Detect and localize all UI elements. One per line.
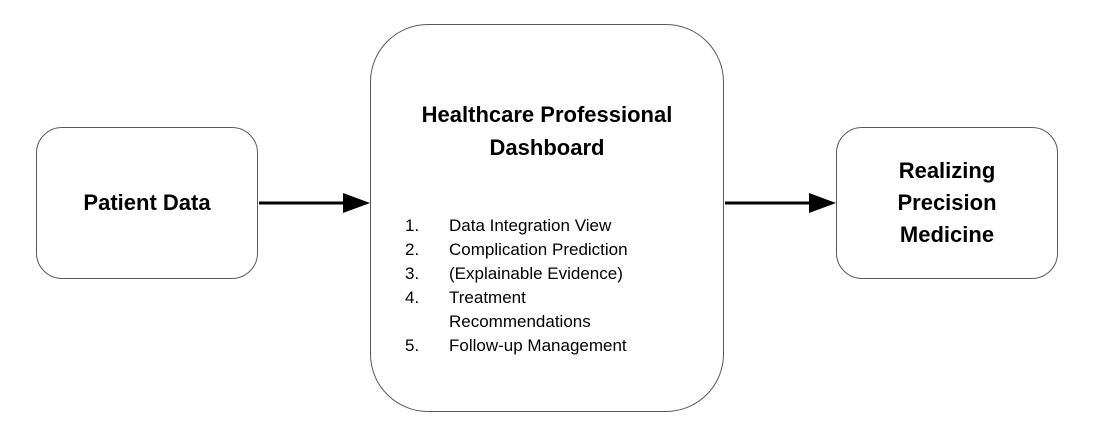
list-item-number: 3. xyxy=(405,264,420,283)
list-item-text: (Explainable Evidence) xyxy=(449,264,623,283)
list-item-number: 5. xyxy=(405,336,420,355)
list-item: 4. Treatment Recommendations xyxy=(405,286,705,334)
list-item: 1. Data Integration View xyxy=(405,214,705,238)
dashboard-title-line1: Healthcare Professional xyxy=(421,102,673,127)
dashboard-title-line2: Dashboard xyxy=(489,135,605,160)
precision-line3: Medicine xyxy=(899,222,995,247)
precision-medicine-box: Realizing Precision Medicine xyxy=(836,127,1058,279)
arrow-patient-to-dashboard xyxy=(259,193,370,213)
list-item-number: 2. xyxy=(405,240,420,259)
list-item: 5. Follow-up Management xyxy=(405,334,705,358)
precision-medicine-label: Realizing Precision Medicine xyxy=(897,155,996,251)
precision-line2: Precision xyxy=(897,190,997,215)
list-item: 3. (Explainable Evidence) xyxy=(405,262,705,286)
list-item-text: Treatment Recommendations xyxy=(449,288,591,331)
list-item: 2. Complication Prediction xyxy=(405,238,705,262)
patient-data-box: Patient Data xyxy=(36,127,258,279)
patient-data-label: Patient Data xyxy=(83,190,211,215)
dashboard-title: Healthcare Professional Dashboard xyxy=(371,98,723,164)
arrow-dashboard-to-precision xyxy=(725,193,836,213)
list-item-number: 4. xyxy=(405,288,420,307)
list-item-text: Complication Prediction xyxy=(449,240,628,259)
list-item-text: Follow-up Management xyxy=(449,336,627,355)
dashboard-feature-list: 1. Data Integration View 2. Complication… xyxy=(405,214,705,358)
list-item-number: 1. xyxy=(405,216,420,235)
dashboard-box: Healthcare Professional Dashboard 1. Dat… xyxy=(370,24,724,412)
precision-line1: Realizing xyxy=(898,158,996,183)
list-item-text: Data Integration View xyxy=(449,216,612,235)
